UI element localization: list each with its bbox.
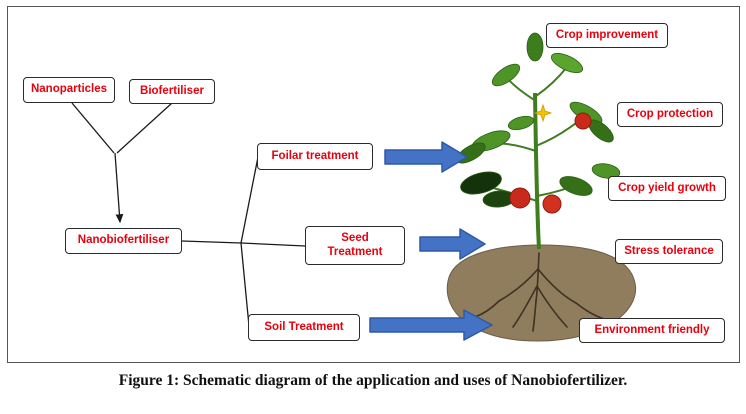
- connector-lines: [71, 102, 306, 327]
- node-biofertiliser: Biofertiliser: [129, 79, 215, 104]
- label-stress-tolerance: Stress tolerance: [615, 239, 723, 264]
- node-foilar-treatment: Foilar treatment: [257, 143, 373, 170]
- label-environment-friendly: Environment friendly: [579, 318, 725, 343]
- arrow-foilar-to-plant: [384, 141, 468, 173]
- tomato-fruits: [509, 112, 592, 214]
- arrow-seed-to-plant: [419, 228, 486, 260]
- flower-icon: [533, 103, 553, 123]
- benefit-label: Environment friendly: [594, 323, 710, 336]
- label-crop-protection: Crop protection: [617, 102, 723, 127]
- label-crop-yield-growth: Crop yield growth: [608, 176, 726, 201]
- plant-leaves: [456, 32, 621, 208]
- benefit-label: Crop protection: [626, 107, 714, 120]
- node-label: Seed Treatment: [327, 231, 383, 258]
- figure-caption: Figure 1: Schematic diagram of the appli…: [118, 372, 628, 389]
- node-nanobiofertiliser: Nanobiofertiliser: [65, 228, 182, 254]
- block-arrows: [369, 141, 493, 341]
- node-nanoparticles: Nanoparticles: [23, 77, 115, 103]
- node-seed-treatment: Seed Treatment: [305, 226, 405, 265]
- diagram-frame: Nanoparticles Biofertiliser Nanobioferti…: [7, 6, 740, 363]
- node-label: Soil Treatment: [264, 320, 344, 333]
- arrow-soil-to-plant: [369, 309, 493, 341]
- benefit-label: Crop yield growth: [618, 181, 716, 194]
- benefit-label: Stress tolerance: [624, 244, 714, 257]
- label-crop-improvement: Crop improvement: [546, 23, 668, 48]
- node-label: Foilar treatment: [271, 149, 359, 162]
- node-label: Nanobiofertiliser: [77, 234, 170, 247]
- tomato-plant-illustration: [446, 32, 637, 342]
- benefit-label: Crop improvement: [555, 28, 659, 41]
- node-label: Biofertiliser: [140, 84, 204, 97]
- node-label: Nanoparticles: [30, 83, 108, 96]
- plant-stem: [533, 92, 541, 250]
- node-soil-treatment: Soil Treatment: [248, 314, 360, 341]
- diagram-canvas: [71, 32, 637, 342]
